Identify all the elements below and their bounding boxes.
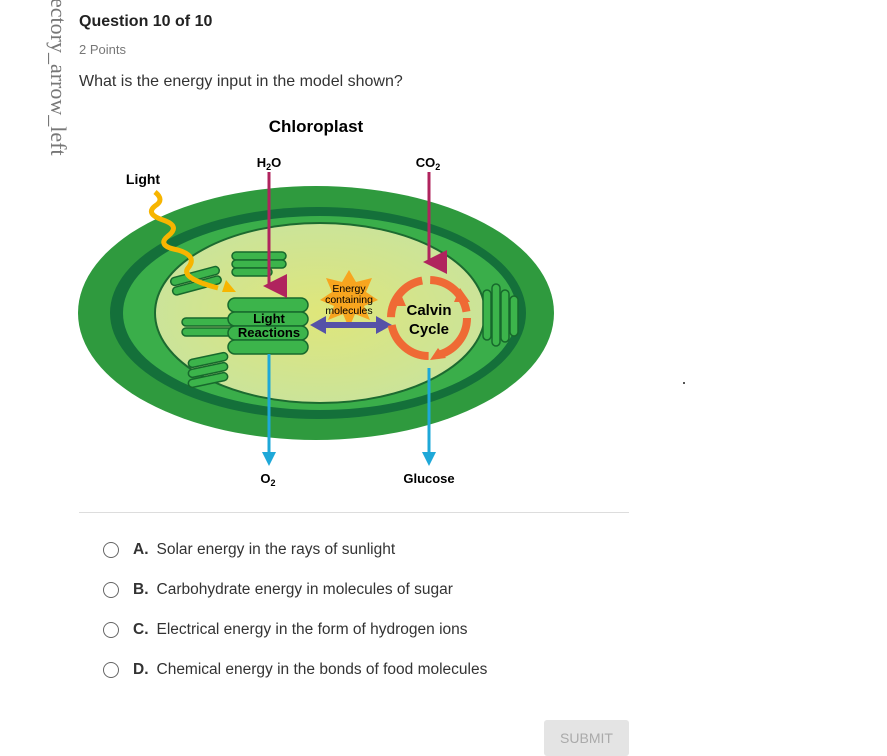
option-text: Electrical energy in the form of hydroge…	[156, 621, 468, 638]
light-reactions-label-2: Reactions	[238, 325, 300, 340]
calvin-label-1: Calvin	[406, 302, 451, 319]
energy-label-2: containing	[325, 294, 373, 306]
question-text: What is the energy input in the model sh…	[79, 73, 403, 90]
glucose-label: Glucose	[403, 471, 454, 486]
calvin-label-2: Cycle	[409, 321, 449, 338]
option-letter: C.	[133, 621, 149, 638]
thylakoid-stacks	[169, 251, 519, 389]
light-label: Light	[126, 171, 161, 187]
radio-button[interactable]	[103, 582, 119, 598]
radio-button[interactable]	[103, 622, 119, 638]
option-b[interactable]: B. Carbohydrate energy in molecules of su…	[103, 579, 453, 601]
option-d[interactable]: D. Chemical energy in the bonds of food m…	[103, 659, 487, 681]
radio-button[interactable]	[103, 662, 119, 678]
submit-button[interactable]: SUBMIT	[544, 720, 629, 756]
light-wave-icon	[148, 190, 219, 291]
option-letter: D.	[133, 661, 149, 678]
option-text: Solar energy in the rays of sunlight	[156, 541, 396, 558]
energy-label-1: Energy	[332, 283, 366, 295]
question-title: Question 10 of 10	[79, 13, 213, 30]
diagram-title: Chloroplast	[269, 117, 364, 136]
double-arrow-icon	[310, 316, 392, 334]
energy-starburst-icon	[320, 270, 378, 328]
energy-label-3: molecules	[325, 305, 372, 317]
option-text: Carbohydrate energy in molecules of suga…	[156, 581, 453, 598]
calvin-cycle-arrows-icon	[387, 276, 471, 360]
option-letter: B.	[133, 581, 149, 598]
o2-label: O2	[260, 471, 275, 488]
divider	[79, 512, 629, 513]
option-c[interactable]: C. Electrical energy in the form of hydro…	[103, 619, 468, 641]
chloroplast-diagram: Chloroplast H2O CO2 Light Light Reaction…	[78, 117, 554, 488]
option-letter: A.	[133, 541, 149, 558]
radio-button[interactable]	[103, 542, 119, 558]
stray-dot	[683, 382, 685, 384]
option-a[interactable]: A. Solar energy in the rays of sunlight	[103, 539, 395, 561]
option-text: Chemical energy in the bonds of food mol…	[156, 661, 488, 678]
light-reactions-label-1: Light	[253, 311, 285, 326]
co2-label: CO2	[416, 155, 441, 172]
question-points: 2 Points	[79, 42, 126, 57]
h2o-label: H2O	[257, 155, 282, 172]
